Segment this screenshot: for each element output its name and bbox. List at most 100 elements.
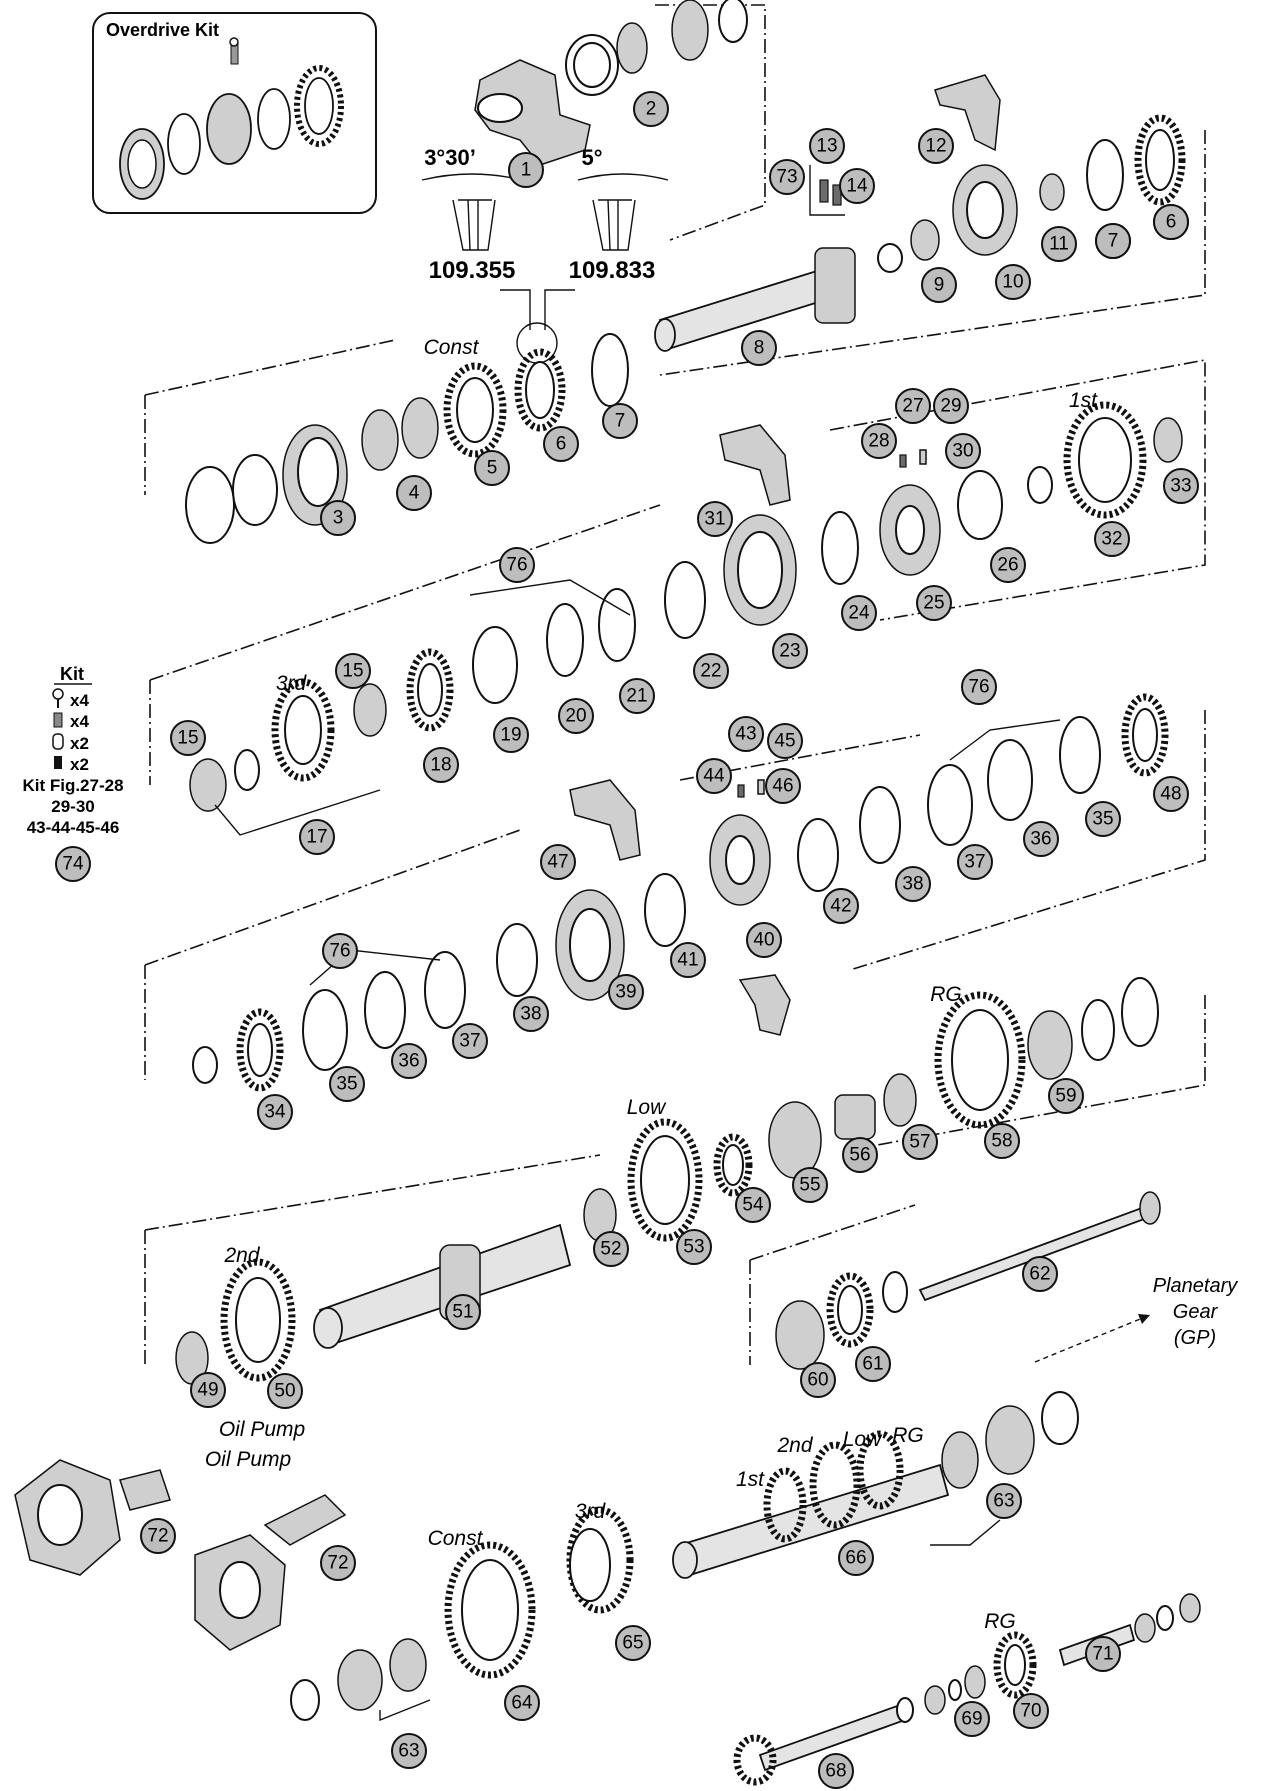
gear-label-low: Low (627, 1096, 667, 1119)
reverse-gear (951, 1009, 1009, 1111)
part-number: 2 (646, 99, 657, 120)
callout-circle (140, 1518, 176, 1554)
callout-circle (170, 720, 206, 756)
callout-circle (984, 1123, 1020, 1159)
part-number: 22 (700, 661, 721, 682)
gear-labels: Const 1st 3rd RG Low 2nd Oil Pump Oil Pu… (205, 336, 1098, 1633)
part-number: 47 (547, 852, 568, 873)
oil-pump-cover-bore (37, 1484, 83, 1546)
part-number: 24 (848, 603, 870, 624)
part-number: 5 (487, 458, 498, 479)
needle-bearing (353, 683, 387, 737)
part-number: 30 (952, 441, 973, 462)
part-number: 21 (626, 686, 647, 707)
callout-circle (445, 1294, 481, 1330)
kit-qty: x2 (70, 755, 89, 774)
gear-teeth (1121, 693, 1169, 777)
kit-number: 74 (62, 854, 84, 875)
part-number: 19 (500, 725, 521, 746)
kit-qty: x4 (70, 712, 89, 731)
part-number: 57 (909, 1132, 930, 1153)
part-number: 42 (830, 896, 851, 917)
part-number: 9 (934, 275, 945, 296)
callout-circle (735, 1187, 771, 1223)
callout-circle (902, 1124, 938, 1160)
boundary-line (829, 359, 1206, 621)
callout-circle (767, 723, 803, 759)
callout-circle (257, 1094, 293, 1130)
needle-bearing (910, 219, 940, 261)
snap-ring (232, 454, 278, 526)
callout-circle (593, 1231, 629, 1267)
callout-circle (696, 758, 732, 794)
callout-circle (396, 475, 432, 511)
synchro-ring (598, 588, 636, 662)
part-number: 76 (506, 555, 527, 576)
shift-fork (569, 779, 641, 861)
callout-circle (841, 595, 877, 631)
row-4-parts (192, 693, 1169, 1092)
part-number: 13 (816, 136, 837, 157)
needle-bearing (883, 1073, 917, 1127)
callout-circle (1085, 801, 1121, 837)
planetary-line-2: Gear (1173, 1301, 1219, 1323)
dimension-leader-left (500, 289, 531, 330)
synchro-hub-bore (895, 505, 925, 555)
angle-arc-right (577, 173, 669, 181)
synchro-ring (859, 786, 901, 864)
shift-fork (738, 974, 791, 1036)
gear-teeth (856, 1430, 904, 1510)
snap-ring (1081, 999, 1115, 1061)
main-shaft (658, 268, 827, 352)
callout-circle (800, 1362, 836, 1398)
gear-label-const: Const (424, 336, 480, 359)
gear-teeth (993, 1631, 1037, 1699)
callout-circle (855, 1346, 891, 1382)
bearing-cup (337, 1649, 383, 1711)
gear-label-second: 2nd (223, 1244, 260, 1267)
o-ring (718, 0, 748, 43)
callout-circle (504, 1685, 540, 1721)
callout-circle (921, 267, 957, 303)
snap-ring (1027, 466, 1053, 504)
tapered-bearing (1027, 1010, 1073, 1080)
synchro-ring (664, 561, 706, 639)
synchro-ring (797, 818, 839, 892)
thrust-washer (882, 1271, 908, 1313)
part-number: 45 (774, 731, 795, 752)
boundary-line (149, 504, 661, 681)
part-number: 1 (521, 160, 532, 181)
callout-circle (320, 500, 356, 536)
part-number: 49 (197, 1380, 218, 1401)
synchro-ring (1059, 716, 1101, 794)
oil-pump-shaft (263, 1494, 347, 1546)
needle-bearing (401, 397, 439, 459)
gear (417, 663, 443, 717)
part-number: 36 (398, 1051, 419, 1072)
kit-legend: Kit x4 x4 x2 x2 Kit Fig.27-28 29-30 43-4… (22, 664, 124, 882)
seal-ring (1041, 1391, 1079, 1445)
thrust-washer (896, 1697, 914, 1723)
part-number: 76 (968, 677, 989, 698)
callout-circle (1022, 1256, 1058, 1292)
synchro-sleeve (768, 1101, 822, 1179)
row-2-parts (185, 333, 1183, 576)
shaft-gear-hub (814, 247, 856, 324)
spring-icon (230, 43, 239, 65)
callout-circle (602, 403, 638, 439)
callout-circle (322, 933, 358, 969)
snap-ring (290, 1679, 320, 1721)
overdrive-sleeve-bore (127, 139, 157, 189)
gear-teeth (826, 1272, 874, 1348)
callout-circle (543, 426, 579, 462)
gear (1132, 708, 1158, 762)
third-gear (284, 695, 322, 765)
constant-gear (461, 1559, 519, 1661)
callout-circle (842, 1137, 878, 1173)
callout-circle (1163, 468, 1199, 504)
part-number: 63 (398, 1741, 419, 1762)
part-number: 69 (961, 1709, 982, 1730)
gear-label-low-bottom: Low (843, 1428, 883, 1451)
callout-circle (916, 585, 952, 621)
leader-63 (379, 1699, 431, 1722)
